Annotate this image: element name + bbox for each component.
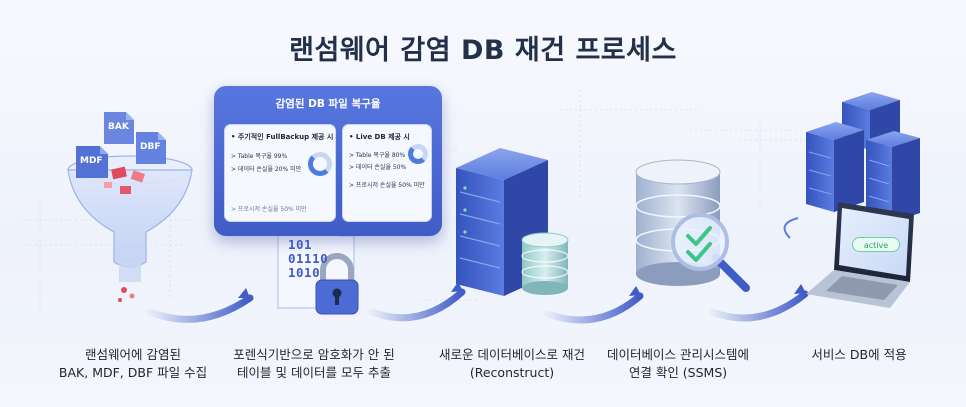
fullbackup-line-3: > 프로시저 손실율 50% 미만	[231, 206, 307, 213]
bak-file-label: BAK	[108, 122, 129, 132]
arrow-1	[146, 294, 254, 323]
step-1-caption: 랜섬웨어에 감염된 BAK, MDF, DBF 파일 수집	[58, 347, 208, 380]
live-db-line-2: > 데이터 손실율 50%	[349, 164, 407, 171]
step-2-caption: 포렌식기반으로 암호화가 안 된 테이블 및 데이터를 모두 추출	[233, 347, 395, 380]
funnel-icon	[67, 112, 193, 302]
padlock-icon	[315, 253, 359, 315]
progress-ring-icon	[308, 152, 332, 176]
live-db-line-1: > Table 복구율 80%	[349, 152, 406, 159]
page-title: 랜섬웨어 감염 DB 재건 프로세스	[289, 35, 677, 66]
panel-title: 감염된 DB 파일 복구율	[275, 98, 381, 110]
arrow-4	[708, 290, 809, 322]
binary-text: 101 01110 1010	[288, 237, 329, 280]
arrow-2	[368, 288, 466, 322]
bak-file-icon	[104, 112, 134, 144]
fullbackup-line-2: > 데이터 손실율 20% 미만	[231, 166, 302, 173]
dbf-file-label: DBF	[140, 142, 161, 152]
magnifier-check-icon	[671, 213, 750, 292]
progress-ring-icon	[408, 144, 428, 164]
fullbackup-heading: • 주기적인 FullBackup 제공 시	[231, 133, 334, 141]
fullbackup-card: • 주기적인 FullBackup 제공 시 > Table 복구율 99% >…	[224, 124, 336, 222]
mdf-file-icon	[76, 146, 108, 178]
live-db-heading: • Live DB 제공 시	[349, 133, 410, 141]
flow-arrows	[146, 282, 809, 324]
mdf-file-label: MDF	[80, 156, 103, 166]
step-5-caption: 서비스 DB에 적용	[811, 347, 907, 362]
laptop-icon	[806, 202, 914, 308]
recovery-rate-panel: 감염된 DB 파일 복구율 • 주기적인 FullBackup 제공 시 > T…	[214, 86, 442, 236]
live-db-line-3: > 프로시저 손실율 50% 미만	[349, 182, 425, 189]
new-database-cylinder-icon	[521, 232, 569, 295]
live-db-card: • Live DB 제공 시 > Table 복구율 80% > 데이터 손실율…	[342, 124, 432, 222]
active-status-badge: active	[852, 237, 900, 252]
step-3-caption: 새로운 데이터베이스로 재건 (Reconstruct)	[439, 347, 585, 380]
step-4-caption: 데이터베이스 관리시스템에 연결 확인 (SSMS)	[607, 347, 749, 380]
service-servers-icon	[783, 92, 920, 239]
arrow-3	[544, 292, 644, 324]
fullbackup-line-1: > Table 복구율 99%	[231, 153, 288, 160]
dbf-file-icon	[136, 132, 166, 164]
